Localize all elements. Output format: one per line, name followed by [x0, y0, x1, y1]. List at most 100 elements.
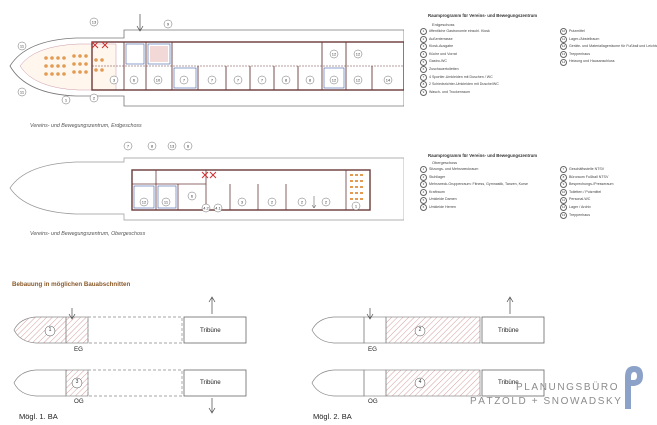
eg-legend-item-number: 3: [420, 43, 427, 51]
eg-legend-item-text: Lager-/Abstellraum: [569, 36, 600, 41]
svg-text:7: 7: [261, 78, 264, 83]
eg-legend-item-number: 8: [420, 81, 427, 89]
phase1-label: Mögl. 1. BA: [19, 412, 58, 421]
eg-legend-item-text: Wasch- und Trockenraum: [429, 89, 471, 94]
eg-legend-item-number: 11: [560, 35, 567, 43]
svg-text:2: 2: [301, 200, 304, 205]
phase2-og-zone-number: 4: [418, 379, 422, 385]
upper-floor-caption: Vereins- und Bewegungszentrum, Obergesch…: [30, 231, 146, 237]
svg-text:11: 11: [164, 200, 169, 205]
eg-legend-item-number: 1: [420, 28, 427, 36]
phase1-eg-zone-number: 1: [48, 327, 52, 333]
level-eg-p2: EG: [368, 346, 377, 353]
ground-floor-caption: Vereins- und Bewegungszentrum, Erdgescho…: [30, 123, 142, 129]
og-legend-item-number: 9: [560, 181, 567, 189]
phase1-og-block: [13, 369, 247, 414]
svg-text:8: 8: [285, 78, 288, 83]
eg-legend-item-number: 4: [420, 51, 427, 59]
eg-legend-item-text: Küche und Vorrat: [429, 51, 457, 56]
svg-text:12: 12: [142, 200, 147, 205]
svg-text:11: 11: [20, 44, 25, 49]
svg-text:1: 1: [355, 204, 358, 209]
og-legend-item-number: 7: [560, 166, 567, 174]
eg-legend-title: Raumprogramm für Vereins- und Bewegungsz…: [428, 13, 538, 18]
phase1-eg-block: [13, 296, 247, 344]
eg-legend-item-text: Außenterrasse: [429, 36, 453, 41]
svg-text:12: 12: [332, 78, 337, 83]
og-legend-item-number: 1: [420, 166, 427, 174]
svg-text:6: 6: [191, 194, 194, 199]
og-legend-item-text: Geschäftsstelle NTSV: [569, 167, 605, 171]
eg-legend-item-text: öffentliche Gastronomie einschl. Kiosk: [429, 29, 490, 33]
og-legend-item-number: 11: [560, 196, 567, 204]
eg-legend-item-text: Zuschauertoiletten: [429, 66, 459, 71]
svg-text:7: 7: [211, 78, 214, 83]
eg-legend-item-number: 12: [560, 43, 567, 51]
phase2-og-block: [311, 369, 545, 397]
phase2-eg-zone-number: 2: [418, 327, 422, 333]
og-legend-item-number: 12: [560, 204, 567, 212]
og-legend-item-number: 3: [420, 181, 427, 189]
level-og-p2: OG: [368, 398, 378, 405]
svg-text:4.1: 4.1: [215, 206, 221, 211]
svg-text:14: 14: [386, 78, 391, 83]
og-legend-item-number: 2: [420, 173, 427, 181]
phases-diagram: [13, 296, 545, 414]
svg-text:8: 8: [187, 144, 190, 149]
og-legend-item-number: 4: [420, 189, 427, 197]
phase2-label: Mögl. 2. BA: [313, 412, 352, 421]
og-legend-subtitle: Obergeschoss: [432, 160, 458, 165]
eg-legend-item-text: Treppenhaus: [569, 51, 591, 56]
og-legend-item-text: Büroraum Fußball NTSV: [569, 174, 609, 179]
svg-text:3: 3: [241, 200, 244, 205]
upper-floor-plan: 7 8 13 8 12 11 6 4.2 4.1 3 2 2 2 1: [9, 141, 404, 221]
eg-legend-item-text: Heizung und Hausanschluss: [569, 59, 615, 64]
og-legend-item-number: 13: [560, 211, 567, 219]
svg-text:13: 13: [170, 144, 175, 149]
ground-floor-plan: 11 11 1 2 13 9 3 6 10 7 7 7 7 8 8 12 12 …: [9, 14, 404, 107]
eg-legend-item-text: Putzmittel: [569, 29, 585, 33]
og-legend-item-text: Personal-WC: [569, 197, 591, 202]
brand-logo-mark-icon: [625, 366, 643, 409]
og-legend-item-number: 8: [560, 173, 567, 181]
brand-name-line1: PLANUNGSBÜRO: [516, 382, 620, 393]
eg-legend-item-number: 13: [560, 51, 567, 59]
og-legend-item-number: 10: [560, 189, 567, 197]
phases-title: Bebauung in möglichen Bauabschnitten: [12, 281, 131, 288]
og-legend-item-text: Lager / Archiv: [569, 204, 591, 209]
eg-legend-item-number: 6: [420, 66, 427, 74]
svg-text:12: 12: [356, 78, 361, 83]
svg-text:7: 7: [237, 78, 240, 83]
og-legend-title: Raumprogramm für Vereins- und Bewegungsz…: [428, 153, 538, 158]
eg-legend-subtitle: Erdgeschoss: [432, 22, 455, 27]
og-legend-item-number: 6: [420, 204, 427, 212]
tribune-label-p2-eg: Tribüne: [498, 327, 519, 334]
og-legend-item-text: Stuhllager: [429, 174, 446, 179]
og-legend-item-text: Kraftraum: [429, 189, 445, 194]
svg-text:10: 10: [156, 78, 161, 83]
svg-text:1: 1: [65, 98, 68, 103]
eg-legend-item-number: 5: [420, 58, 427, 66]
